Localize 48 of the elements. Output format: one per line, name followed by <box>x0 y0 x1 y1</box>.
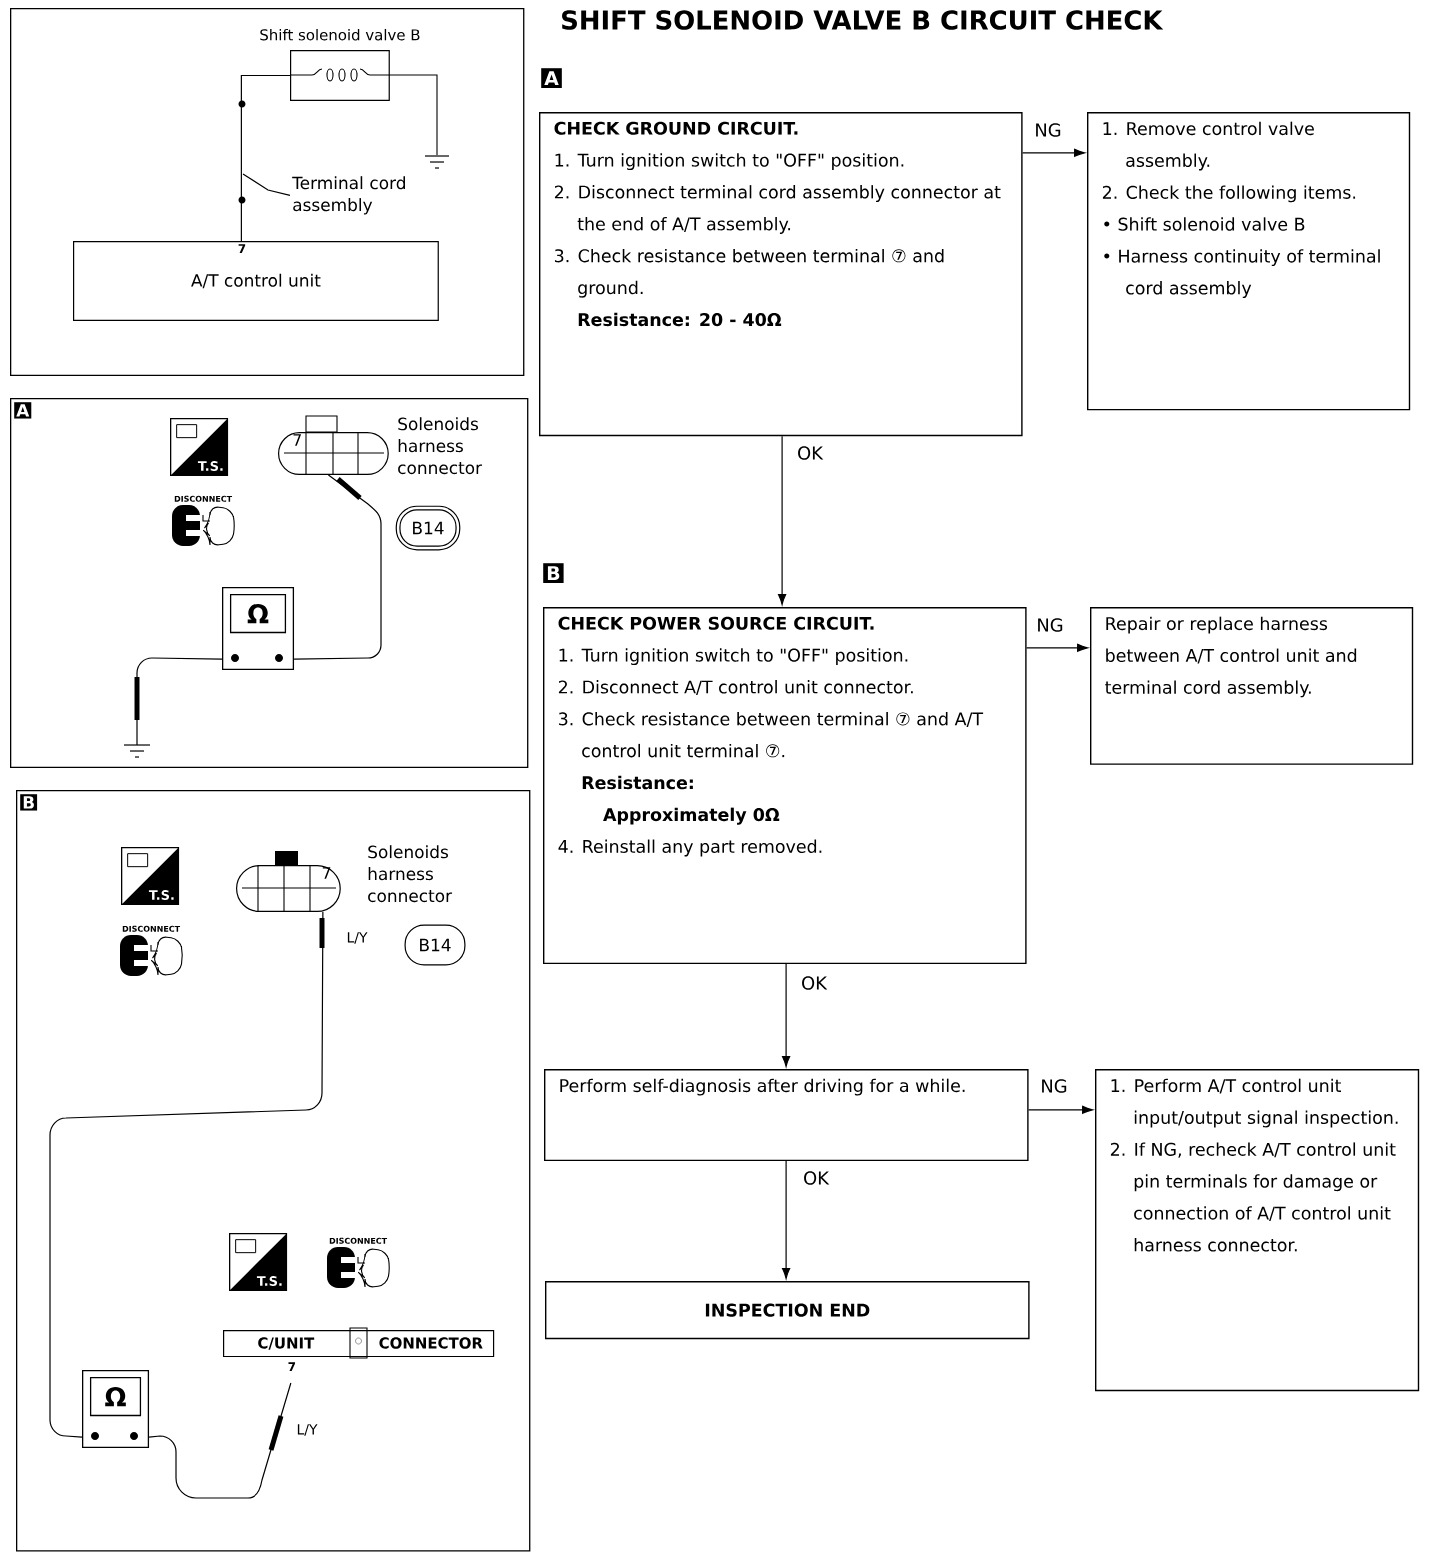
step-box: CHECK POWER SOURCE CIRCUIT. 1. Turn ignition switch to "OFF" position. 2. Disconnect A/T control unit connector. 3. Check resistance between terminal ⑦ and A/T control unit terminal ⑦. Resistance: Approximately 0Ω 4. Reinstall any part removed. <box>543 607 1027 965</box>
step-box: INSPECTION END <box>545 1281 1030 1340</box>
leader-line <box>242 173 291 196</box>
arrow <box>1026 643 1088 652</box>
ohmmeter: Ω <box>222 587 295 670</box>
ground-symbol <box>123 744 151 758</box>
connector: 7 <box>278 415 389 476</box>
connector-code: B14 <box>404 924 466 966</box>
step-box: Repair or replace harness between A/T control unit and terminal cord assembly. <box>1090 607 1414 765</box>
connector-code: B14 <box>395 505 461 551</box>
test-lead <box>148 1382 292 1499</box>
node-label: 7 <box>288 1362 296 1372</box>
step-badge: B <box>20 794 38 811</box>
test-lead <box>293 474 382 660</box>
node-label: Shift solenoid valve B <box>260 28 420 41</box>
step-badge: A <box>541 68 562 88</box>
solenoid: Shift solenoid valve B <box>260 28 420 101</box>
arrow <box>1022 148 1085 157</box>
edge-label: NG <box>1032 121 1064 139</box>
test-lead <box>134 657 223 746</box>
test-lead <box>49 911 325 1438</box>
edge-label: NG <box>1038 1077 1070 1095</box>
edge-label: NG <box>1034 616 1066 634</box>
connector: 7 <box>236 851 341 913</box>
ohmmeter: Ω <box>82 1370 150 1448</box>
control-unit-box: A/T control unit 7 <box>73 241 439 321</box>
arrow <box>778 435 787 605</box>
step-badge: A <box>14 402 32 419</box>
part-label: Solenoids harness connector <box>368 845 453 903</box>
part-label: Solenoids harness connector <box>398 417 483 475</box>
step-badge: B <box>543 563 564 583</box>
arrow <box>782 1160 791 1279</box>
arrow <box>782 963 791 1067</box>
page-title: SHIFT SOLENOID VALVE B CIRCUIT CHECK <box>562 10 1164 30</box>
arrow <box>1028 1105 1093 1114</box>
edge-label: OK <box>795 444 825 462</box>
step-box: Perform self-diagnosis after driving for a while. <box>544 1069 1029 1162</box>
edge-label: OK <box>799 974 829 992</box>
connector-label-bar: C/UNIT CONNECTOR 7 <box>223 1327 495 1371</box>
step-box: 1. Perform A/T control unit input/output signal inspection. 2. If NG, recheck A/T control unit pin terminals for damage or connection of A/T control unit harness connector. <box>1095 1069 1420 1392</box>
edge-label: L/Y <box>295 1422 319 1438</box>
step-box: 1. Remove control valve assembly. 2. Check the following items. • Shift solenoid valve B • Harness continuity of terminal cord assembly <box>1087 112 1411 411</box>
callout-text: Terminal cord assembly <box>292 176 405 215</box>
edge-label: OK <box>801 1169 831 1187</box>
edge-label: L/Y <box>345 930 369 946</box>
panel-frame <box>10 8 525 376</box>
step-box: CHECK GROUND CIRCUIT. 1. Turn ignition switch to "OFF" position. 2. Disconnect terminal cord assembly connector at the end of A/T assembly. 3. Check resistance between terminal ⑦ and ground. Resistance: 20 - 40Ω <box>539 112 1023 437</box>
wire <box>238 74 291 242</box>
